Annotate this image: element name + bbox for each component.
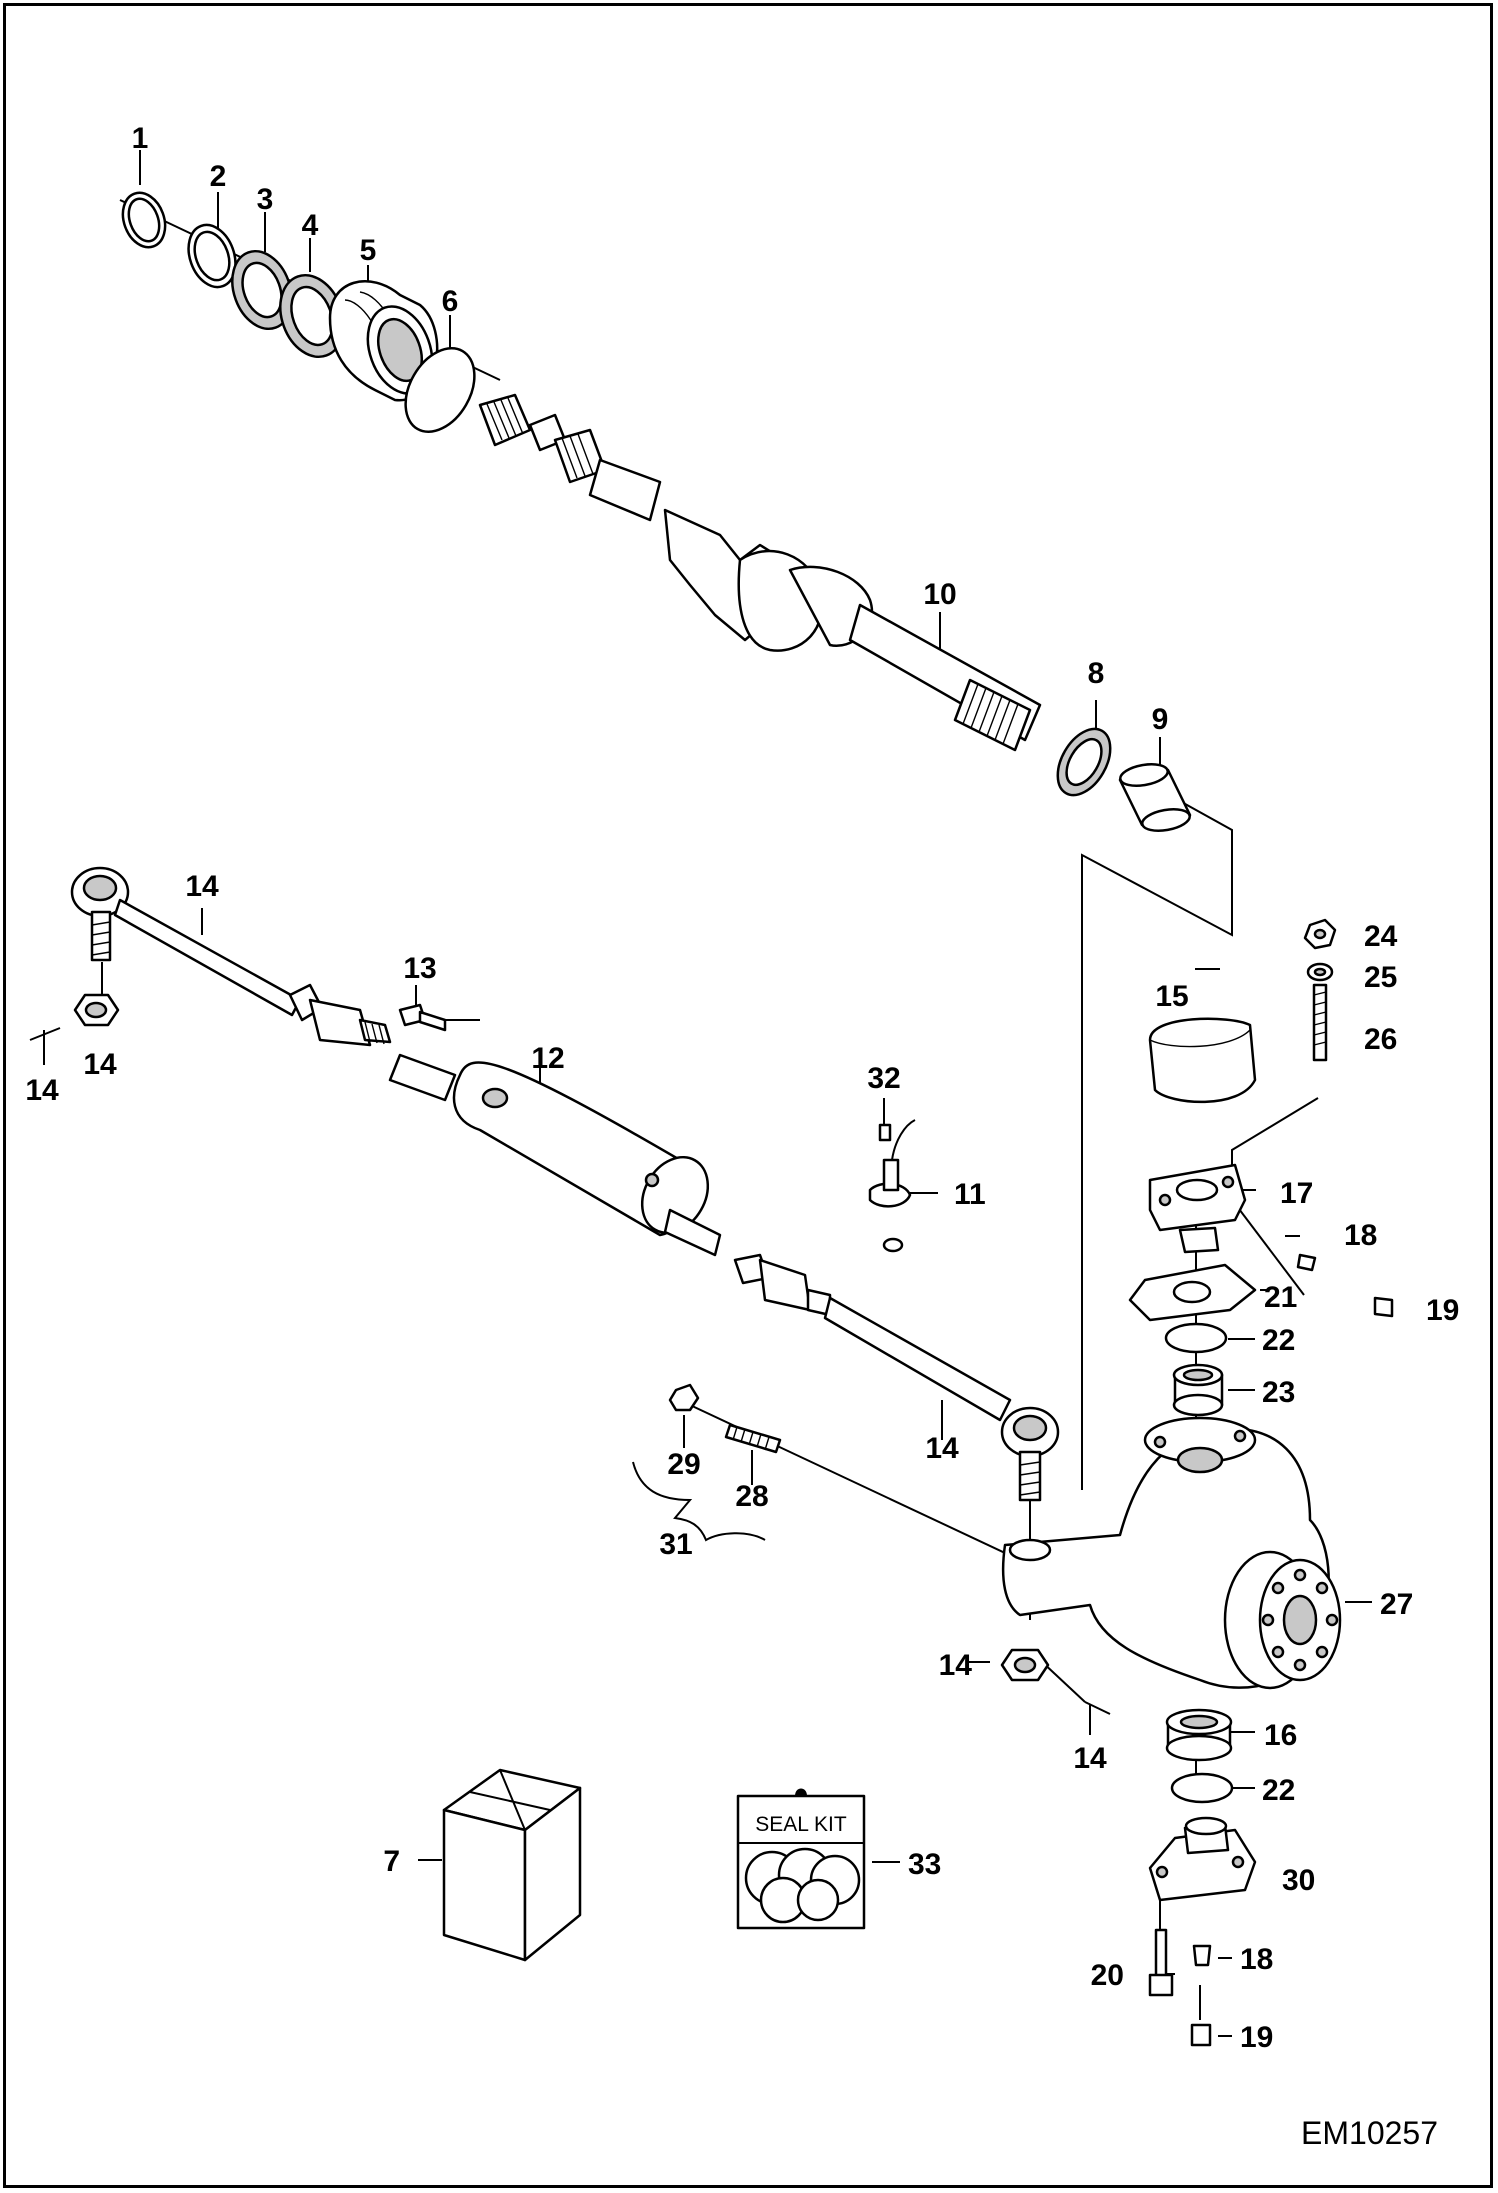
- o-ring-6: [404, 346, 476, 434]
- callout-24: 24: [1364, 920, 1398, 953]
- callout-32: 32: [867, 1062, 900, 1095]
- box-7: [442, 1768, 582, 1962]
- bearing-23: [1172, 1363, 1224, 1417]
- nut-29: [668, 1383, 700, 1412]
- tie-rod-right: [733, 1253, 1111, 1715]
- axle-shaft-10: [478, 393, 1042, 752]
- grease-fitting-18a: [1296, 1253, 1317, 1272]
- callout-22-lower: 22: [1262, 1774, 1295, 1807]
- callout-14-left-a: 14: [83, 1048, 117, 1081]
- callout-22-upper: 22: [1262, 1324, 1295, 1357]
- callout-3: 3: [257, 183, 274, 216]
- callout-17: 17: [1280, 1177, 1313, 1210]
- callout-11: 11: [954, 1178, 986, 1211]
- callout-19-lower: 19: [1240, 2021, 1273, 2054]
- bushing-9: [1118, 763, 1192, 832]
- snap-ring-2: [187, 223, 237, 289]
- callout-20: 20: [1091, 1959, 1124, 1992]
- assembly-lines: [119, 199, 1319, 2020]
- callout-33: 33: [908, 1848, 941, 1881]
- callout-18-lower: 18: [1240, 1943, 1273, 1976]
- callout-12: 12: [531, 1042, 564, 1075]
- callout-14-mid: 14: [925, 1432, 959, 1465]
- snap-ring-1: [121, 191, 167, 249]
- callout-28: 28: [735, 1480, 768, 1513]
- callout-13: 13: [403, 952, 436, 985]
- kingpin-cap-30: [1148, 1816, 1257, 1902]
- bearing-3: [231, 249, 293, 331]
- callout-14-left-b: 14: [25, 1074, 59, 1107]
- stud-26: [1312, 983, 1328, 1062]
- callout-31: 31: [659, 1528, 692, 1561]
- callout-14-low-b: 14: [1073, 1742, 1107, 1775]
- callout-8: 8: [1088, 657, 1105, 690]
- callout-4: 4: [302, 209, 319, 242]
- bolt-20: [1148, 1928, 1174, 1997]
- callout-14-low-a: 14: [939, 1649, 973, 1682]
- callout-6: 6: [442, 285, 459, 318]
- callout-15: 15: [1155, 980, 1188, 1013]
- cap-19a: [1373, 1296, 1394, 1318]
- callout-25: 25: [1364, 961, 1397, 994]
- washer-25: [1306, 962, 1334, 982]
- housing-5: [328, 280, 439, 402]
- drawing-code: EM10257: [1301, 2115, 1438, 2151]
- nut-24: [1303, 918, 1337, 950]
- callout-23: 23: [1262, 1376, 1295, 1409]
- kingpin-cap-17: [1148, 1163, 1247, 1254]
- callout-2: 2: [210, 160, 227, 193]
- cap-19b: [1190, 2023, 1212, 2047]
- bolt-13: [398, 1003, 447, 1032]
- bearing-16: [1165, 1708, 1233, 1762]
- sensor-11: [868, 1119, 916, 1253]
- kit-brace-31: [632, 1461, 766, 1542]
- callout-21: 21: [1264, 1281, 1297, 1314]
- callout-14-top: 14: [185, 870, 219, 903]
- stud-28: [724, 1423, 782, 1454]
- shim-21: [1128, 1263, 1257, 1322]
- callout-18-upper: 18: [1344, 1219, 1377, 1252]
- seal-kit-33: [736, 1788, 866, 1930]
- callout-19-upper: 19: [1426, 1294, 1459, 1327]
- seal-kit-label: SEAL KIT: [755, 1813, 847, 1836]
- callout-16: 16: [1264, 1719, 1297, 1752]
- callout-27: 27: [1380, 1588, 1413, 1621]
- callout-29: 29: [667, 1448, 700, 1481]
- grease-fitting-18b: [1192, 1944, 1212, 1967]
- tie-rod-left: [29, 866, 392, 1047]
- callout-labels: 1 2 3 4 5 6 7 8 9 10 11 12 13 14 14 14 1…: [25, 122, 1459, 2054]
- callout-26: 26: [1364, 1023, 1397, 1056]
- cover-15: [1148, 1017, 1257, 1104]
- callout-9: 9: [1152, 703, 1169, 736]
- callout-10: 10: [923, 578, 956, 611]
- seal-8: [1056, 727, 1112, 797]
- steering-cylinder-12: [388, 1053, 722, 1257]
- callout-7: 7: [383, 1845, 400, 1878]
- callout-30: 30: [1282, 1864, 1315, 1897]
- callout-1: 1: [132, 122, 149, 155]
- steering-knuckle-27: [1001, 1416, 1342, 1690]
- callout-5: 5: [360, 234, 377, 267]
- o-ring-22a: [1164, 1322, 1228, 1354]
- o-ring-22b: [1170, 1772, 1234, 1804]
